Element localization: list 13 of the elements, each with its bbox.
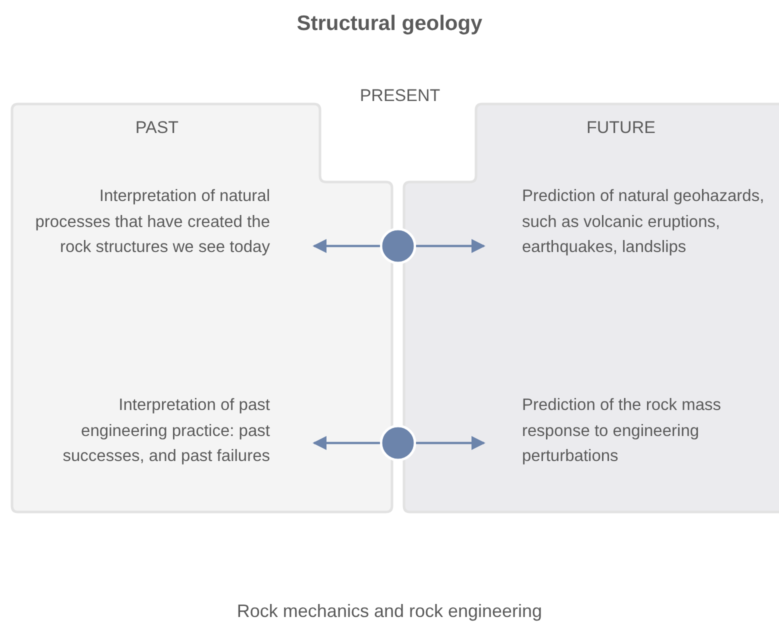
section-label: PRESENT: [358, 86, 442, 106]
panel-heading: PAST: [134, 118, 180, 138]
arrow: [416, 239, 486, 253]
arrow: [312, 239, 380, 253]
description-text: Interpretation of past engineering practice: past successes, and past failures: [62, 395, 270, 467]
panel-heading: FUTURE: [586, 118, 656, 138]
arrow: [312, 436, 380, 450]
description-text: Prediction of the rock mass response to engineering perturbations: [522, 395, 722, 467]
title: Structural geology: [296, 12, 484, 36]
caption: Rock mechanics and rock engineering: [236, 601, 544, 622]
description-text: Interpretation of natural processes that have created the rock structures we see today: [34, 186, 270, 258]
description-text: Prediction of natural geohazards, such as volcanic eruptions, earthquakes, landslips: [522, 186, 766, 258]
arrow: [416, 436, 486, 450]
